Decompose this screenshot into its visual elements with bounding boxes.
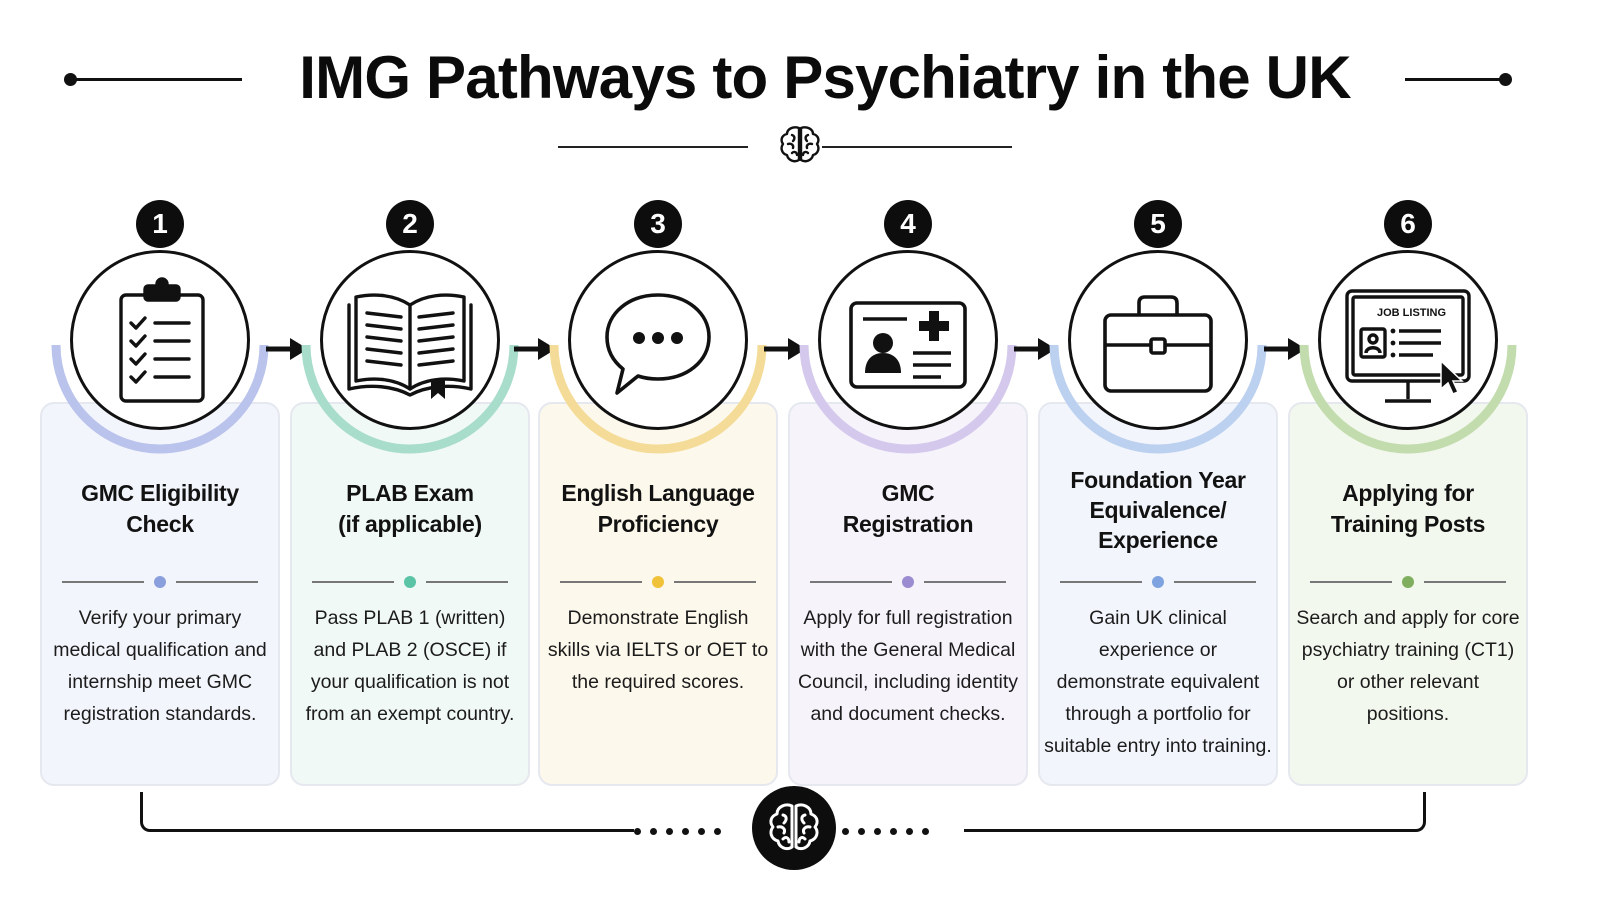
step-description: Verify your primary medical qualificatio…: [53, 607, 267, 725]
step-description: Gain UK clinical experience or demonstra…: [1044, 607, 1272, 757]
clipboard-checklist-icon: [119, 277, 205, 403]
brain-icon: [752, 786, 836, 870]
step-title: GMC Registration: [792, 478, 1024, 540]
step-title-line: GMC Eligibility: [81, 480, 239, 506]
step-card: [1038, 402, 1278, 786]
job-listing-monitor-icon: JOB LISTING: [1345, 289, 1471, 403]
step-title: Foundation Year Equivalence/ Experience: [1042, 465, 1274, 555]
step-6: JOB LISTING 6 Applying for Training Post…: [1288, 190, 1528, 790]
step-card: [290, 402, 530, 786]
step-icon-circle: [320, 250, 500, 430]
step-title-line: (if applicable): [338, 511, 482, 537]
arrow-right-icon: [514, 338, 556, 360]
step-title-line: GMC: [881, 480, 935, 506]
divider-right-line: [822, 146, 1012, 148]
dot-row-right: [842, 822, 952, 835]
step-arc: [51, 344, 269, 454]
step-arc: [1299, 344, 1517, 454]
step-number-badge: 6: [1384, 200, 1432, 248]
step-title: PLAB Exam (if applicable): [294, 478, 526, 540]
step-icon-circle: [70, 250, 250, 430]
step-title: Applying for Training Posts: [1292, 478, 1524, 540]
briefcase-icon: [1103, 295, 1213, 393]
step-card: [538, 402, 778, 786]
title-right-dot: [1499, 73, 1512, 86]
step-description: Demonstrate English skills via IELTS or …: [547, 607, 769, 693]
step-separator: [810, 576, 1006, 588]
step-arc: [549, 344, 767, 454]
arrow-right-icon: [1264, 338, 1306, 360]
job-listing-label: JOB LISTING: [1377, 307, 1446, 319]
step-title-line: Applying for: [1342, 480, 1474, 506]
step-icon-circle: JOB LISTING: [1318, 250, 1498, 430]
step-arc: [1049, 344, 1267, 454]
brain-icon: [775, 120, 825, 170]
step-number-badge: 4: [884, 200, 932, 248]
step-description: Apply for full registration with the Gen…: [797, 607, 1019, 725]
step-title-line: Proficiency: [597, 511, 719, 537]
open-book-icon: [347, 293, 473, 399]
step-separator: [1310, 576, 1506, 588]
step-title: English Language Proficiency: [542, 478, 774, 540]
title-right-line: [1405, 78, 1505, 81]
arrow-right-icon: [266, 338, 308, 360]
step-separator: [312, 576, 508, 588]
page-title: IMG Pathways to Psychiatry in the UK: [299, 44, 1351, 111]
step-title-line: Training Posts: [1330, 511, 1486, 537]
step-5: 5 Foundation Year Equivalence/ Experienc…: [1038, 190, 1278, 790]
step-number-badge: 3: [634, 200, 682, 248]
step-title: GMC Eligibility Check: [44, 478, 276, 540]
step-title-line: English Language: [561, 480, 755, 506]
step-separator: [560, 576, 756, 588]
step-arc: [799, 344, 1017, 454]
step-card: [40, 402, 280, 786]
step-title-line: Experience: [1098, 527, 1218, 553]
step-number-badge: 1: [136, 200, 184, 248]
step-separator: [1060, 576, 1256, 588]
step-icon-circle: [818, 250, 998, 430]
step-card: [788, 402, 1028, 786]
step-2: 2 PLAB Exam (if applicable) Pass PLAB 1 …: [290, 190, 530, 790]
step-card: [1288, 402, 1528, 786]
step-3: 3 English Language Proficiency Demonstra…: [538, 190, 778, 790]
step-title-line: Check: [126, 511, 194, 537]
step-4: 4 GMC Registration Apply for full regist…: [788, 190, 1028, 790]
dot-row-left: [634, 822, 744, 835]
step-description: Search and apply for core psychiatry tra…: [1296, 607, 1520, 725]
step-title-line: Foundation Year: [1070, 467, 1246, 493]
divider-left-line: [558, 146, 748, 148]
step-description: Pass PLAB 1 (written) and PLAB 2 (OSCE) …: [305, 607, 515, 725]
title-row: IMG Pathways to Psychiatry in the UK: [0, 30, 1600, 130]
step-icon-circle: [568, 250, 748, 430]
arrow-right-icon: [1014, 338, 1056, 360]
medical-id-card-icon: [849, 301, 967, 389]
step-arc: [301, 344, 519, 454]
step-title-line: PLAB Exam: [346, 480, 474, 506]
step-separator: [62, 576, 258, 588]
step-number-badge: 2: [386, 200, 434, 248]
step-number-badge: 5: [1134, 200, 1182, 248]
step-title-line: Equivalence/: [1089, 497, 1227, 523]
step-title-line: Registration: [842, 511, 974, 537]
title-left-line: [70, 78, 242, 81]
step-1: 1 GMC Eligibility Check Verify your prim…: [40, 190, 280, 790]
arrow-right-icon: [764, 338, 806, 360]
step-icon-circle: [1068, 250, 1248, 430]
speech-bubble-icon: [605, 293, 711, 395]
